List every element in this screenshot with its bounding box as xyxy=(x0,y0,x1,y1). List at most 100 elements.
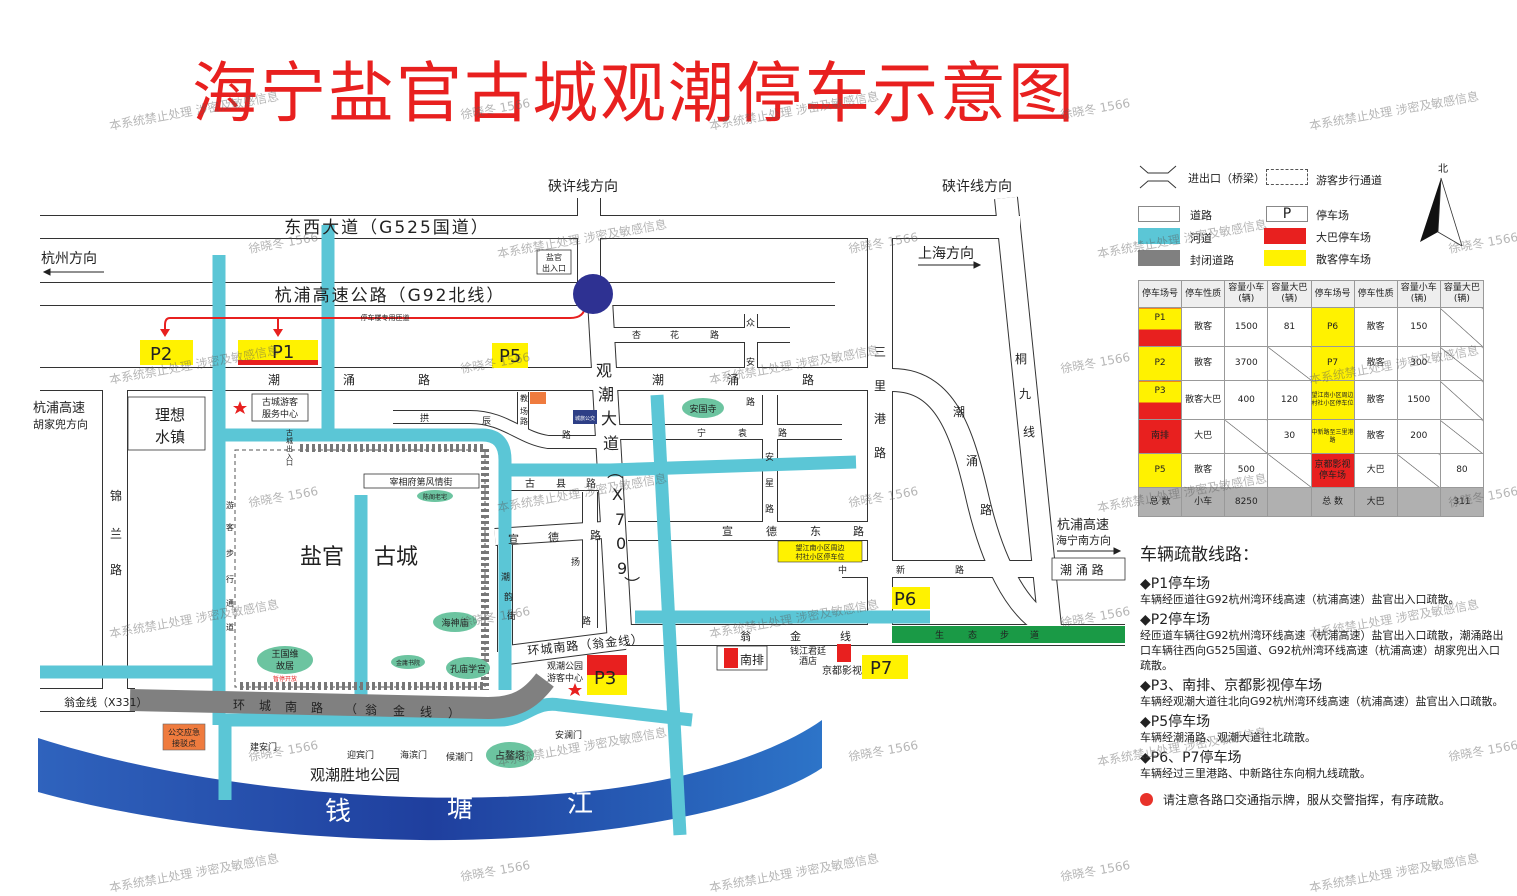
svg-text:安: 安 xyxy=(765,451,774,463)
svg-text:里: 里 xyxy=(874,379,886,393)
svg-text:涌: 涌 xyxy=(343,373,355,387)
map-legend: 进出口（桥梁） 游客步行通道 道路 P 停车场 河道 大巴停车场 封闭道路 散客… xyxy=(1136,158,1486,273)
road-label-chaoyong-east: 潮涌路 xyxy=(953,404,992,517)
svg-text:金: 金 xyxy=(393,703,405,718)
table-cell: 停车场号 xyxy=(1137,280,1183,308)
road-label-sanligang: 三里港路 xyxy=(874,345,886,460)
road-label-jiaochang: 教场路 xyxy=(520,393,528,426)
svg-text:候潮门: 候潮门 xyxy=(446,751,473,763)
svg-text:线: 线 xyxy=(1023,425,1035,439)
svg-text:城: 城 xyxy=(259,699,271,713)
parking-p2[interactable]: P2 xyxy=(140,340,193,365)
place-lixiang: 水镇 xyxy=(155,428,185,446)
table-cell: 300 xyxy=(1396,346,1441,381)
qiantang-river xyxy=(38,720,822,841)
table-cell: 总 数 xyxy=(1137,487,1183,517)
evacuation-heading: 车辆疏散线路： xyxy=(1140,545,1259,565)
north-arrow-icon xyxy=(1420,177,1463,246)
svg-text:古: 古 xyxy=(525,477,535,490)
map-title: 海宁盐官古城观潮停车示意图 xyxy=(192,55,1076,132)
svg-text:步: 步 xyxy=(226,549,234,558)
svg-text:9: 9 xyxy=(617,559,627,578)
svg-text:锦: 锦 xyxy=(110,489,122,503)
parking-p5[interactable]: P5 xyxy=(492,343,528,368)
direction-hujiadou: 胡家兜方向 xyxy=(33,417,88,431)
table-cell: P6 xyxy=(1310,307,1355,347)
svg-text:德: 德 xyxy=(548,530,559,544)
svg-text:道: 道 xyxy=(226,622,234,632)
svg-text:韵: 韵 xyxy=(504,591,513,603)
yanguan-exit-callout xyxy=(536,249,572,275)
table-cell: 30 xyxy=(1267,419,1312,454)
parking-p7[interactable]: P7 xyxy=(862,655,908,679)
table-cell xyxy=(1224,419,1269,454)
svg-text:古: 古 xyxy=(286,428,293,437)
table-cell xyxy=(1267,346,1312,381)
svg-text:入: 入 xyxy=(286,453,293,461)
legend-walkway: 游客步行通道 xyxy=(1316,174,1382,187)
walkway-swatch xyxy=(1266,169,1308,185)
table-cell: 容量大巴(辆) xyxy=(1267,280,1312,308)
legend-river: 河道 xyxy=(1190,232,1212,245)
svg-text:塘: 塘 xyxy=(447,794,473,824)
road-label-xuande-east: 宣德东路 xyxy=(722,524,864,538)
svg-text:宁: 宁 xyxy=(697,427,706,439)
table-cell: 400 xyxy=(1224,380,1269,420)
table-cell: 散客 xyxy=(1353,346,1398,381)
legend-closed-road: 封闭道路 xyxy=(1190,254,1234,267)
old-city-wall xyxy=(240,444,489,690)
place-old-city: 古城 xyxy=(374,545,418,570)
place-lixiang: 理想 xyxy=(155,406,185,424)
table-cell: 京都影视停车场 xyxy=(1310,453,1355,488)
svg-text:环: 环 xyxy=(233,698,245,712)
direction-hangzhou: 杭州方向 xyxy=(41,251,97,267)
svg-text:村社小区停车位: 村社小区停车位 xyxy=(796,552,845,561)
evacuation-note-text: 请注意各路口交通指示牌，服从交警指挥，有序疏散。 xyxy=(1163,793,1452,807)
direction-shanghai: 上海方向 xyxy=(918,246,974,262)
road-label-wengjin: 翁金线 xyxy=(740,629,851,643)
svg-text:建安门: 建安门 xyxy=(250,741,277,753)
place-visitor-center: 服务中心 xyxy=(262,408,298,420)
parking-p3[interactable]: P3 xyxy=(587,655,627,695)
evacuation-item-text: 车辆经观潮大道往北向G92杭州湾环线高速（杭浦高速）盐官出入口疏散。 xyxy=(1140,695,1504,708)
table-cell: 小车 xyxy=(1181,487,1226,517)
evacuation-item-title: ◆P2停车场 xyxy=(1140,612,1211,628)
svg-text:安: 安 xyxy=(746,356,755,368)
yanguan-exit-label: 出入口 xyxy=(542,263,566,273)
svg-text:道: 道 xyxy=(603,434,619,453)
parking-wangjiang[interactable]: 望江南小区周边村社小区停车位 xyxy=(777,540,863,563)
svg-text:潮: 潮 xyxy=(268,372,280,387)
svg-text:X: X xyxy=(612,485,623,504)
star-icon xyxy=(568,683,582,696)
svg-text:P3: P3 xyxy=(594,668,616,689)
parking-p1[interactable]: P1 xyxy=(238,340,318,365)
parking-jingdu[interactable]: 京都影视 xyxy=(822,644,862,677)
place-visitor-center: 古城游客 xyxy=(262,396,298,408)
evacuation-item-text: 车辆经匝道往G92杭州湾环线高速（杭浦高速）盐官出入口疏散。 xyxy=(1140,593,1460,606)
place-wangguowei-note: 暂停开放 xyxy=(273,675,297,683)
svg-text:潮: 潮 xyxy=(598,385,614,404)
svg-text:港: 港 xyxy=(874,412,886,426)
svg-text:P7: P7 xyxy=(870,658,892,679)
place-jinyong: 金庸书院 xyxy=(396,659,420,667)
svg-text:路: 路 xyxy=(874,445,886,460)
place-park: 观潮胜地公园 xyxy=(310,766,400,784)
direction-xiaxu: 硖许线方向 xyxy=(942,179,1012,195)
place-qiantang-label: 钱塘江 xyxy=(325,789,593,827)
arrow-right-icon xyxy=(918,261,982,269)
svg-text:辰: 辰 xyxy=(482,416,491,427)
parking-nanpai[interactable]: 南排 xyxy=(716,645,768,671)
parking-p6[interactable]: P6 xyxy=(892,587,930,610)
road-swatch xyxy=(1138,206,1180,222)
road-label-dongxi: 东西大道（G525国道） xyxy=(284,218,490,238)
table-cell xyxy=(1439,419,1485,454)
svg-text:路: 路 xyxy=(980,502,992,517)
svg-text:路: 路 xyxy=(562,429,571,441)
road-label-huancheng-closed: 环城南路（翁金线） xyxy=(233,698,460,720)
svg-text:东: 东 xyxy=(810,525,821,538)
place-hotel: 钱江君廷 xyxy=(790,645,826,657)
svg-text:三: 三 xyxy=(874,345,886,359)
road-label-zhongxin: 中新路 xyxy=(838,564,964,576)
svg-text:0: 0 xyxy=(616,534,626,553)
